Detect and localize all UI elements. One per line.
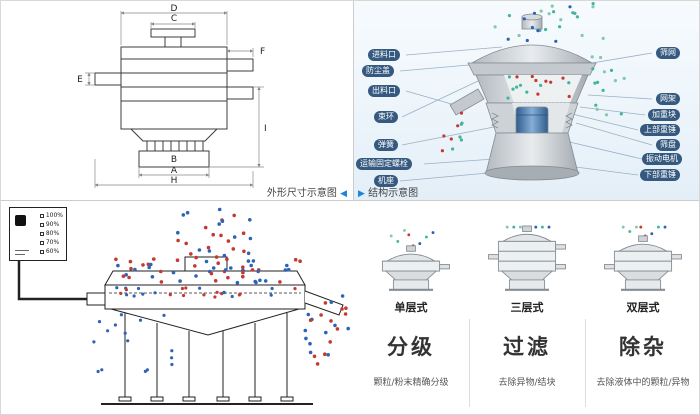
- percent-option: 100%: [45, 212, 63, 219]
- callout-sieve-plate: 筛盘: [656, 139, 680, 152]
- function-title: 除杂: [619, 335, 667, 359]
- structure-caption: ▶ 结构示意图: [358, 188, 418, 200]
- column-divider: [585, 319, 586, 407]
- checkbox-icon: [39, 240, 44, 245]
- function-desc: 去除液体中的颗粒/异物: [596, 378, 690, 388]
- callout-spring: 弹簧: [374, 139, 398, 152]
- dimension-panel: D C F E B I A H: [1, 1, 353, 201]
- function-desc: 颗粒/粉末精确分级: [373, 378, 449, 388]
- single-layer-icon: [381, 228, 450, 291]
- dim-label-i: I: [264, 124, 267, 134]
- particles-fines: [92, 313, 174, 374]
- speed-controller: 100% 90% 80% 70% 60%: [9, 207, 67, 261]
- controller-display: [15, 215, 26, 226]
- percent-option: 70%: [45, 239, 60, 246]
- arrow-right-icon: ▶: [358, 189, 365, 199]
- dim-label-a: A: [171, 166, 178, 176]
- checkbox-icon: [39, 231, 44, 236]
- callout-outlet: 出料口: [368, 85, 400, 98]
- type-column-triple: 三层式 过滤 去除异物/结块: [469, 205, 585, 414]
- type-label: 双层式: [626, 301, 660, 314]
- callout-mesh-frame: 网架: [656, 93, 680, 106]
- workflow-panel: 100% 90% 80% 70% 60%: [1, 201, 353, 414]
- double-layer-icon: [604, 225, 682, 291]
- particles-inside: [506, 74, 571, 100]
- callout-lower-weight: 下部重锤: [640, 169, 680, 182]
- machine-outline: [94, 28, 254, 168]
- type-column-single: 单层式 分级 颗粒/粉末精确分级: [353, 205, 469, 414]
- particles-plume: [176, 207, 253, 258]
- dim-label-c: C: [171, 14, 177, 24]
- particles-in-deck: [115, 286, 297, 299]
- dim-label-e: E: [77, 75, 83, 85]
- working-sketch: [17, 207, 351, 405]
- dimension-caption: 外形尺寸示意图 ◀: [201, 188, 347, 200]
- dim-label-d: D: [171, 4, 178, 14]
- dim-label-f: F: [260, 47, 265, 57]
- particles-above-deck: [114, 255, 302, 285]
- callout-base: 机座: [374, 175, 398, 188]
- dimension-letters: D C F E B I A H: [77, 4, 267, 186]
- sieve-cutaway: [449, 13, 597, 181]
- particles-right: [590, 55, 626, 117]
- function-title: 分级: [387, 335, 435, 359]
- dimension-drawing: D C F E B I A H: [77, 4, 267, 188]
- particles-outfall: [303, 294, 351, 366]
- callout-dust-cover: 防尘盖: [362, 65, 394, 78]
- callout-vibration-motor: 振动电机: [642, 153, 682, 166]
- dimension-caption-text: 外形尺寸示意图: [266, 188, 337, 199]
- checkbox-icon: [39, 213, 44, 218]
- controller-text-mark: [15, 250, 29, 251]
- power-cable: [17, 261, 89, 301]
- sieve-sketch: [17, 256, 344, 405]
- dimension-lines: [85, 11, 264, 188]
- checkbox-icon: [39, 249, 44, 254]
- percent-option: 80%: [45, 230, 60, 237]
- percent-option: 60%: [45, 248, 60, 255]
- function-desc: 去除异物/结块: [498, 378, 556, 388]
- callout-weight-block: 加重块: [648, 109, 680, 122]
- callout-feed-inlet: 进料口: [368, 49, 400, 62]
- particles-top: [493, 1, 605, 43]
- types-panel: 单层式 分级 颗粒/粉末精确分级 三层式 过滤 去除异物/结块 双层式 除杂 去…: [353, 201, 699, 414]
- structure-drawing: [399, 1, 653, 182]
- type-label: 单层式: [394, 301, 428, 314]
- structure-panel: 进料口 防尘盖 出料口 束环 弹簧 运输固定螺栓 机座 筛网 网架 加重块 上部…: [353, 1, 699, 201]
- particles-outlet: [440, 111, 464, 153]
- dim-label-h: H: [171, 176, 178, 186]
- callout-upper-weight: 上部重锤: [640, 124, 680, 137]
- arrow-left-icon: ◀: [340, 189, 347, 199]
- structure-caption-text: 结构示意图: [368, 188, 419, 199]
- controller-text-mark: [15, 254, 25, 255]
- callout-clamp-ring: 束环: [374, 111, 398, 124]
- type-column-double: 双层式 除杂 去除液体中的颗粒/异物: [585, 205, 699, 414]
- callout-shipping-bolt: 运输固定螺栓: [356, 158, 412, 171]
- dim-label-b: B: [171, 155, 177, 165]
- type-label: 三层式: [510, 301, 544, 314]
- controller-percent-list: 100% 90% 80% 70% 60%: [39, 211, 63, 256]
- column-divider: [469, 319, 470, 407]
- callout-screen-mesh: 筛网: [656, 47, 680, 60]
- percent-option: 90%: [45, 221, 60, 228]
- function-title: 过滤: [503, 335, 551, 359]
- three-layer-icon: [488, 225, 566, 291]
- checkbox-icon: [39, 222, 44, 227]
